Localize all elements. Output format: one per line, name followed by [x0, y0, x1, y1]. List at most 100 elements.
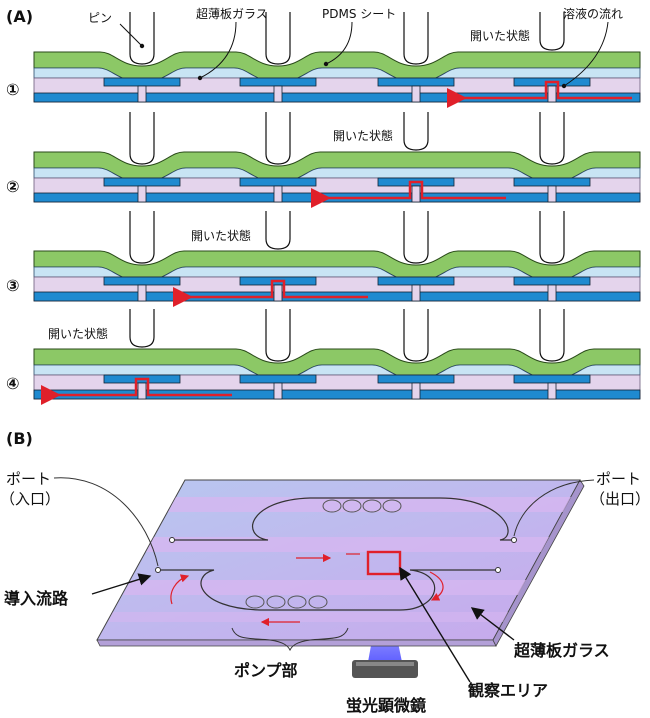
pump-valves-bottom [245, 595, 328, 609]
pump-label: ポンプ部 [234, 661, 298, 680]
valve-wall [547, 284, 557, 302]
pin [403, 309, 429, 362]
panel-b-label: (B) [6, 429, 33, 448]
glass-leader [199, 21, 237, 79]
observation-area-box [366, 550, 402, 576]
glass-plate-edge [96, 639, 497, 647]
pdms-leader [325, 21, 353, 65]
valve-chamber [239, 374, 317, 384]
solution-flow-arrow [173, 279, 368, 307]
valve-chamber [513, 374, 591, 384]
port-in-line2: （入口） [0, 490, 60, 508]
pin [129, 12, 155, 65]
valve-chamber [239, 77, 317, 87]
pin-dot [139, 43, 145, 49]
pin [265, 211, 291, 250]
pdms-dot [323, 61, 329, 67]
pin [265, 12, 291, 65]
pin [265, 309, 291, 362]
inlet-channel-label: 導入流路 [4, 589, 69, 608]
pin [265, 112, 291, 165]
valve-wall [137, 185, 147, 203]
solution-flow-arrow [41, 377, 232, 405]
port-out-line1: ポート [596, 470, 641, 488]
flow-arrow [170, 574, 190, 605]
pin [129, 211, 155, 264]
valve-wall [273, 382, 283, 400]
valve-chamber [103, 77, 181, 87]
valve-rows [33, 12, 641, 405]
flow-channel [33, 92, 641, 103]
pin-label: ピン [88, 11, 112, 25]
open-label-1: 開いた状態 [470, 28, 530, 43]
valve-wall [411, 382, 421, 400]
valve-wall [547, 85, 557, 103]
glass-dot [197, 75, 203, 81]
pdms-label: PDMS シート [322, 7, 396, 21]
valve-wall [411, 284, 421, 302]
pin [403, 12, 429, 65]
step-1: ① [6, 80, 20, 99]
inlet-loop-channel [158, 569, 498, 611]
microscope-label: 蛍光顕微鏡 [346, 696, 426, 715]
glass-label: 超薄板ガラス [196, 6, 268, 21]
open-label-2: 開いた状態 [333, 128, 393, 143]
valve-chamber [377, 77, 455, 87]
pin [539, 112, 565, 165]
inlet-port [155, 567, 161, 573]
glass-b-arrow [470, 607, 515, 641]
pin-leader [119, 23, 143, 47]
observation-label: 観察エリア [468, 681, 548, 700]
open-label-3: 開いた状態 [191, 228, 251, 243]
pin [129, 112, 155, 165]
solution-flow-arrow [447, 80, 632, 108]
valve-wall [411, 85, 421, 103]
valve-chamber [103, 177, 181, 187]
panel-a-label: (A) [6, 7, 33, 26]
observation-arrow [399, 566, 471, 683]
open-label-4: 開いた状態 [48, 326, 108, 341]
pin [129, 309, 155, 348]
valve-chamber [377, 374, 455, 384]
valve-wall [137, 85, 147, 103]
valve-wall [137, 284, 147, 302]
valve-wall [547, 382, 557, 400]
step-4: ④ [6, 374, 20, 393]
valve-chamber [513, 276, 591, 286]
solution-flow-arrow [311, 180, 506, 208]
valve-wall [137, 382, 147, 400]
valve-chamber [239, 177, 317, 187]
valve-wall [273, 185, 283, 203]
port-out-leader [513, 479, 595, 537]
pin [539, 211, 565, 264]
port-in-leader [53, 477, 159, 567]
pin [539, 12, 565, 51]
valve-wall [547, 185, 557, 203]
valve-wall [273, 85, 283, 103]
glass-b-label: 超薄板ガラス [513, 641, 610, 660]
port-out-line2: （出口） [590, 490, 650, 508]
pin [403, 112, 429, 151]
pump-valves-top [322, 499, 402, 513]
flow-label: 溶液の流れ [563, 6, 623, 21]
valve-chamber [103, 276, 181, 286]
flow-leader [563, 21, 609, 87]
pin [539, 309, 565, 362]
flow-channel [33, 389, 641, 400]
valve-chamber [377, 276, 455, 286]
pump-brace [231, 627, 349, 652]
channel-hole [511, 537, 517, 543]
step-2: ② [6, 177, 20, 196]
step-3: ③ [6, 276, 20, 295]
pin [403, 211, 429, 264]
inlet-channel-arrow [91, 573, 152, 595]
valve-wall [411, 185, 421, 203]
flow-dot [561, 83, 567, 89]
port-in-line1: ポート [6, 470, 51, 488]
valve-chamber [513, 177, 591, 187]
flow-arrow [429, 571, 444, 601]
valve-wall [273, 284, 283, 302]
channel-hole [169, 537, 175, 543]
outlet-channel [172, 497, 514, 541]
